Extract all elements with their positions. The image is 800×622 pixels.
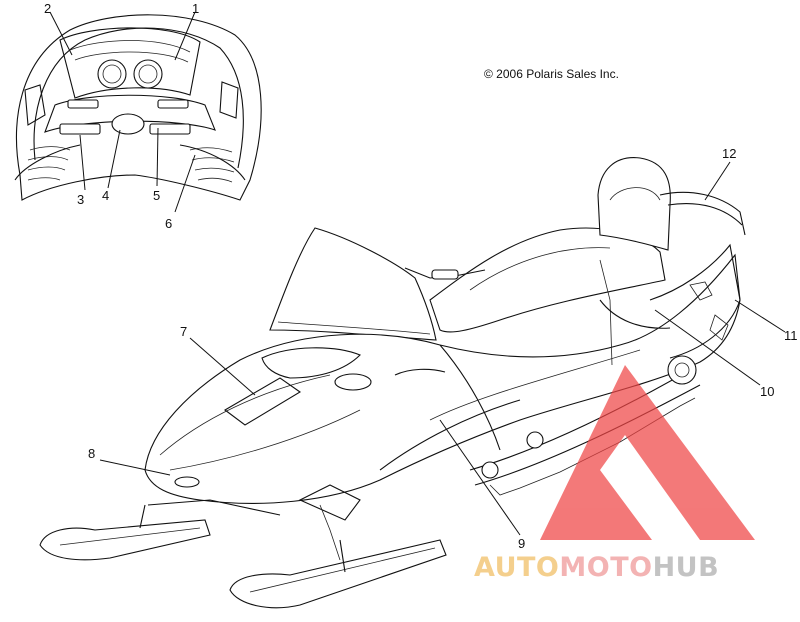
automotohub-watermark: AUTOMOTOHUB <box>474 365 755 583</box>
callout-5: 5 <box>153 188 160 203</box>
leader-lines <box>49 11 786 536</box>
callout-labels: 1 2 3 4 5 6 7 8 9 10 11 12 <box>44 1 798 551</box>
callout-9: 9 <box>518 536 525 551</box>
snowmobile-drawing <box>39 157 746 609</box>
callout-12: 12 <box>722 146 736 161</box>
callout-3: 3 <box>77 192 84 207</box>
hood-inset-drawing <box>14 14 262 201</box>
callout-10: 10 <box>760 384 774 399</box>
callout-7: 7 <box>180 324 187 339</box>
callout-2: 2 <box>44 1 51 16</box>
callout-4: 4 <box>102 188 109 203</box>
callout-6: 6 <box>165 216 172 231</box>
watermark-moto: MOTO <box>559 552 652 583</box>
watermark-auto: AUTO <box>474 552 559 583</box>
callout-11: 11 <box>784 328 798 343</box>
svg-text:AUTOMOTOHUB: AUTOMOTOHUB <box>474 552 719 583</box>
watermark-triangle-icon <box>540 365 755 540</box>
watermark-hub: HUB <box>653 552 720 583</box>
callout-8: 8 <box>88 446 95 461</box>
copyright-text: © 2006 Polaris Sales Inc. <box>484 67 619 81</box>
callout-1: 1 <box>192 1 199 16</box>
